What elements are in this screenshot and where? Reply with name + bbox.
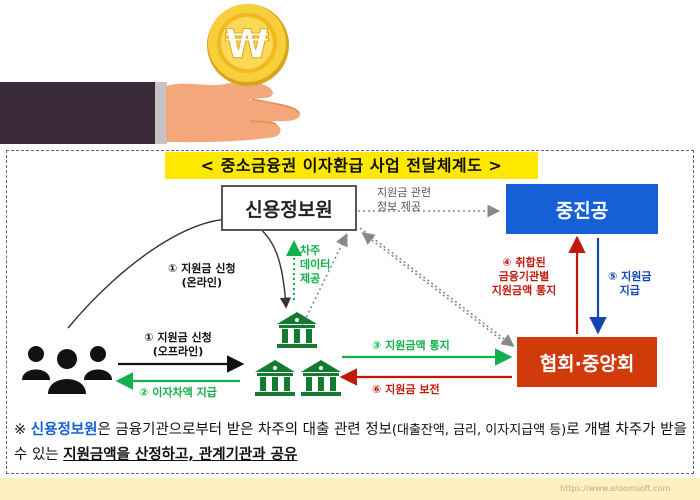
bank-icon-group	[255, 312, 341, 396]
association-box: 협회·중앙회	[517, 337, 657, 387]
label-interest-payment: ② 이자차액 지급	[139, 386, 217, 399]
kcredit-box: 신용정보원	[221, 185, 357, 231]
people-icon	[22, 346, 112, 394]
arrow-association-to-kcredit	[361, 232, 509, 346]
label-borrower-data: 차주 데이터 제공	[300, 244, 331, 285]
footer-org: 신용정보원	[30, 422, 98, 438]
bank-icon	[301, 360, 341, 396]
label-kcredit-to-kinfc: 지원금 관련 정보 제공	[377, 186, 432, 213]
label-offline-apply: ① 지원금 신청 (오프라인)	[144, 331, 212, 358]
coin-hand-illustration: ₩	[0, 4, 300, 144]
hand-icon	[166, 81, 300, 143]
sleeve-shape	[0, 82, 158, 144]
svg-text:₩: ₩	[225, 22, 269, 68]
bank-icon	[277, 312, 317, 348]
diagram-frame	[6, 150, 694, 474]
label-notify-amount: ③ 지원금액 통지	[372, 339, 450, 352]
bottom-band	[0, 478, 700, 500]
footer-text-3: 로 개별 차주가 받을 수 있는	[14, 422, 687, 463]
won-coin-icon: ₩	[207, 4, 289, 86]
footer-note: ※ 신용정보원은 금융기관으로부터 받은 차주의 대출 관련 정보(대출잔액, …	[14, 418, 692, 467]
footer-emphasis: 지원금액을 산정하고, 관계기관과 공유	[63, 447, 298, 463]
label-aggregate-notify: ④ 취합된 금융기관별 지원금액 통지	[491, 256, 557, 297]
bank-icon	[255, 360, 295, 396]
footer-text-1: 은 금융기관으로부터 받은 차주의 대출 관련 정보	[97, 422, 392, 438]
title-highlight	[165, 152, 538, 179]
label-compensation: ⑥ 지원금 보전	[372, 383, 440, 396]
kinfc-box: 중진공	[506, 184, 658, 234]
arrow-bank-to-kcredit	[301, 233, 348, 327]
watermark: https://www.eroomsoft.com	[560, 484, 671, 493]
label-subsidy-pay: ⑤ 지원금 지급	[608, 270, 652, 297]
footer-text-2: (대출잔액, 금리, 이자지급액 등)	[391, 423, 567, 438]
label-online-apply: ① 지원금 신청 (온라인)	[168, 262, 236, 289]
footer-mark: ※	[14, 422, 27, 438]
diagram-title: < 중소금융권 이자환급 사업 전달체계도 >	[200, 156, 503, 175]
arrow-kcredit-to-association	[359, 227, 515, 347]
